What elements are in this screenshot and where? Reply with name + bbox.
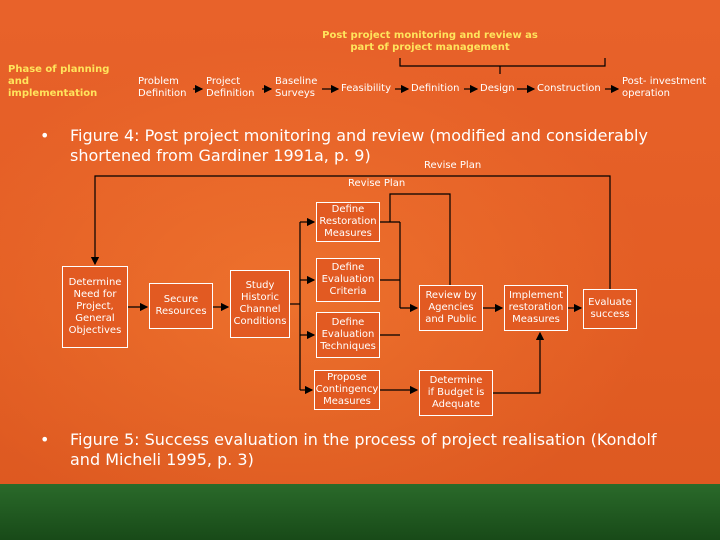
box-review-agencies: Review by Agencies and Public	[419, 285, 483, 331]
revise-loop-outer	[90, 175, 611, 289]
box-propose-contingency: Propose Contingency Measures	[314, 370, 380, 410]
revise-plan-label-2: Revise Plan	[348, 178, 406, 189]
step-design: Design	[480, 83, 515, 94]
revise-plan-label-1: Revise Plan	[424, 160, 482, 171]
step-project-definition: Project Definition	[206, 76, 255, 100]
revise-loop-inner	[389, 193, 451, 285]
step-construction: Construction	[537, 83, 601, 94]
box-implement-restoration: Implement restoration Measures	[504, 285, 568, 331]
box-determine-budget: Determine if Budget is Adequate	[419, 370, 493, 416]
bullet-fig4-caption: Figure 4: Post project monitoring and re…	[70, 126, 648, 165]
step-feasibility: Feasibility	[341, 83, 391, 94]
box-secure-resources: Secure Resources	[149, 283, 213, 329]
box-define-restoration: Define Restoration Measures	[316, 202, 380, 242]
box-determine-need: Determine Need for Project, General Obje…	[62, 266, 128, 348]
step-baseline-surveys: Baseline Surveys	[275, 76, 318, 100]
box-define-evaluation-criteria: Define Evaluation Criteria	[316, 258, 380, 302]
arrow-budget-to-implement	[493, 331, 545, 394]
fig4-bracket	[399, 58, 606, 67]
phase-label: Phase of planning and implementation	[8, 64, 110, 99]
fig4-header: Post project monitoring and review as pa…	[322, 30, 538, 53]
box-define-evaluation-techniques: Define Evaluation Techniques	[316, 312, 380, 358]
step-post-investment: Post- investment operation	[622, 76, 707, 100]
bullet-marker-2: •	[40, 430, 50, 449]
bullet-fig5-caption: Figure 5: Success evaluation in the proc…	[70, 430, 657, 469]
box-evaluate-success: Evaluate success	[583, 289, 637, 329]
bottom-bar	[0, 484, 720, 540]
box-study-channel: Study Historic Channel Conditions	[230, 270, 290, 338]
step-problem-definition: Problem Definition	[138, 76, 187, 100]
bullet-marker-1: •	[40, 126, 50, 145]
step-definition: Definition	[411, 83, 460, 94]
